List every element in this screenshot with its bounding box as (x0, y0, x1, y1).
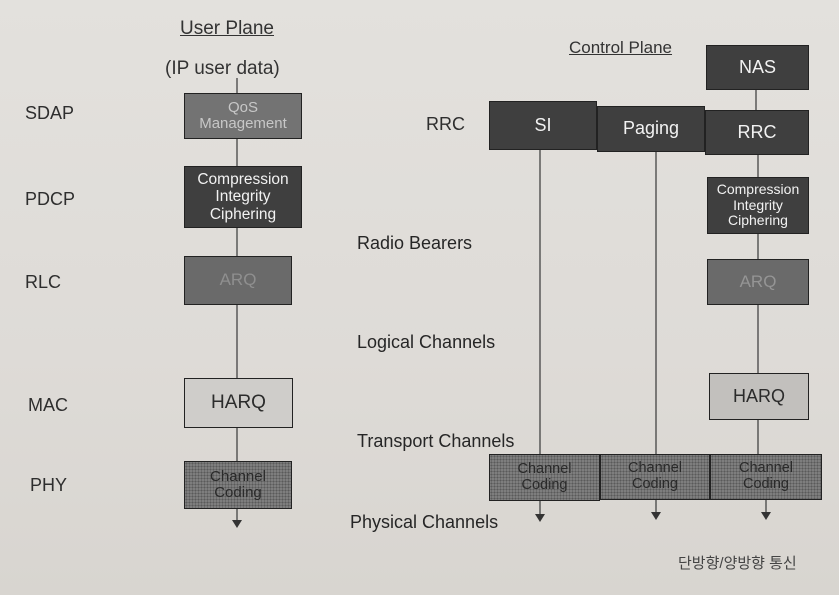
rrc-layer-label: RRC (426, 114, 465, 134)
control-plane-title: Control Plane (569, 38, 673, 57)
cp-channel-coding-text-rrc: Channel Coding (738, 460, 793, 492)
arrow-head (651, 512, 661, 520)
layer-label-rlc: RLC (25, 272, 62, 292)
qos-management-box: QoS Management (184, 93, 302, 139)
cp-channel-coding-box-rrc: Channel Coding (710, 454, 822, 500)
up-harq-text: HARQ (211, 391, 266, 413)
cp-arq-text: ARQ (739, 271, 777, 291)
cp-channel-coding-box-paging: Channel Coding (600, 454, 710, 500)
cp-channel-coding-box-si: Channel Coding (489, 454, 600, 501)
up-channel-coding-text: Channel Coding (210, 467, 266, 501)
rrc-rrc-text: RRC (737, 121, 777, 142)
layer-label-sdap: SDAP (25, 103, 75, 123)
cp-pdcp-box: Compression Integrity Ciphering (707, 177, 809, 234)
nas-box: NAS (706, 45, 809, 90)
rrc-si-text: SI (534, 114, 552, 135)
arrow-head (761, 512, 771, 520)
up-arq-box: ARQ (184, 256, 292, 305)
rrc-rrc-box: RRC (705, 110, 809, 155)
logical-channels-label: Logical Channels (357, 332, 496, 352)
cp-arq-box: ARQ (707, 259, 809, 305)
rrc-paging-text: Paging (622, 118, 680, 139)
cp-pdcp-text: Compression Integrity Ciphering (716, 181, 800, 229)
footer-note: 단방향/양방향 통신 (678, 555, 797, 572)
up-pdcp-text: Compression Integrity Ciphering (197, 171, 289, 223)
layer-label-phy: PHY (30, 475, 68, 495)
nas-text: NAS (738, 56, 776, 77)
arrow-head (535, 514, 545, 522)
up-arq-text: ARQ (219, 270, 257, 290)
up-pdcp-box: Compression Integrity Ciphering (184, 166, 302, 228)
cp-channel-coding-text-paging: Channel Coding (627, 460, 682, 492)
cp-harq-text: HARQ (732, 385, 785, 406)
rrc-paging-box: Paging (597, 106, 705, 152)
qos-management-text: QoS Management (199, 98, 287, 132)
layer-label-mac: MAC (28, 395, 68, 415)
up-channel-coding-box: Channel Coding (184, 461, 292, 509)
user-plane-title: User Plane (180, 18, 274, 39)
cp-harq-box: HARQ (709, 373, 809, 420)
up-harq-box: HARQ (184, 378, 293, 428)
cp-channel-coding-text-si: Channel Coding (517, 460, 572, 493)
rrc-si-box: SI (489, 101, 597, 150)
ip-user-data-label: (IP user data) (165, 58, 280, 79)
arrow-head (232, 520, 242, 528)
transport-channels-label: Transport Channels (357, 431, 515, 451)
radio-bearers-label: Radio Bearers (357, 233, 473, 253)
layer-label-pdcp: PDCP (25, 189, 76, 209)
physical-channels-label: Physical Channels (350, 512, 499, 532)
